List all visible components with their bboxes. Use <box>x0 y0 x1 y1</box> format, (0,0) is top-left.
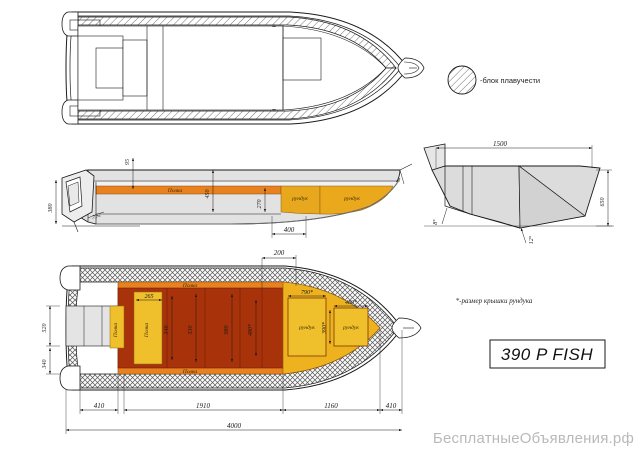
plan-dim-410-bow: 410 <box>386 402 397 410</box>
note-text: *-размер крышки рундука <box>456 297 533 305</box>
transom-angle-8: 8° <box>432 219 439 225</box>
plan-label-polka-top: Полка <box>182 283 198 289</box>
watermark: БесплатныеОбъявления.рф <box>432 430 634 447</box>
plan-dim-340: 340 <box>163 326 170 336</box>
model-label-box: 390 P FISH <box>489 339 606 369</box>
plan-dim-480a: 480* <box>247 324 254 336</box>
plan-label-polka-bottom: Полка <box>182 369 198 375</box>
plan-locker-2 <box>333 307 369 347</box>
plan-dim-530: 530 <box>188 326 194 335</box>
plan-view: Полка Полка рундук рундук 200 265 340 53… <box>41 249 422 434</box>
plan-label-locker-1: рундук <box>298 324 315 331</box>
side-angle-77: 77° <box>92 214 101 221</box>
plan-label-polka-main: Полка <box>144 323 150 339</box>
plan-dim-4000: 4000 <box>227 422 242 430</box>
side-shelf-bench <box>95 185 282 195</box>
plan-dim-520: 520 <box>42 324 48 333</box>
side-label-locker-2: рундук <box>343 195 360 202</box>
transom-angle-12: 12° <box>528 235 535 244</box>
plan-label-polka-aft: Полка <box>113 323 119 339</box>
plan-dim-265: 265 <box>145 294 154 300</box>
transom-dim-650: 650 <box>600 198 606 207</box>
plan-dim-480b: 480* <box>345 299 357 306</box>
plan-dim-390: 390* <box>322 322 328 335</box>
plan-dim-980: 980 <box>224 326 230 335</box>
side-dim-400: 400 <box>284 226 295 234</box>
plan-dim-1160: 1160 <box>324 402 338 410</box>
plan-dim-410-aft: 410 <box>94 402 105 410</box>
plan-dim-340-left: 340 <box>41 360 48 370</box>
side-dim-95: 95 <box>125 159 131 165</box>
plan-shelf-main <box>133 291 163 365</box>
side-dim-270: 270 <box>257 200 263 209</box>
plan-dim-1910: 1910 <box>196 402 211 410</box>
plan-dimension-chain: 410 1910 1160 410 4000 <box>66 402 402 432</box>
plan-locker-1 <box>287 297 327 357</box>
side-dim-450: 450 <box>204 190 211 199</box>
side-label-polka: Полка <box>167 188 183 194</box>
model-label: 390 P FISH <box>501 345 593 364</box>
transom-section-view: 1500 650 8° 12° <box>423 140 614 244</box>
plan-dim-790: 790* <box>301 290 313 296</box>
legend-label: -блок плавучести <box>480 76 540 85</box>
transom-dim-1500: 1500 <box>493 140 508 148</box>
side-dim-380: 380 <box>48 204 54 214</box>
plan-label-locker-2: рундук <box>342 324 359 331</box>
top-view <box>61 11 425 125</box>
side-label-locker-1: рундук <box>291 195 308 202</box>
side-view: Полка рундук рундук 77° 380 95 450 270 <box>48 158 413 238</box>
plan-shelf-aft <box>109 305 125 349</box>
legend: -блок плавучести <box>447 65 540 95</box>
buoyancy-block-icon <box>447 65 477 95</box>
plan-dim-200: 200 <box>274 249 285 257</box>
